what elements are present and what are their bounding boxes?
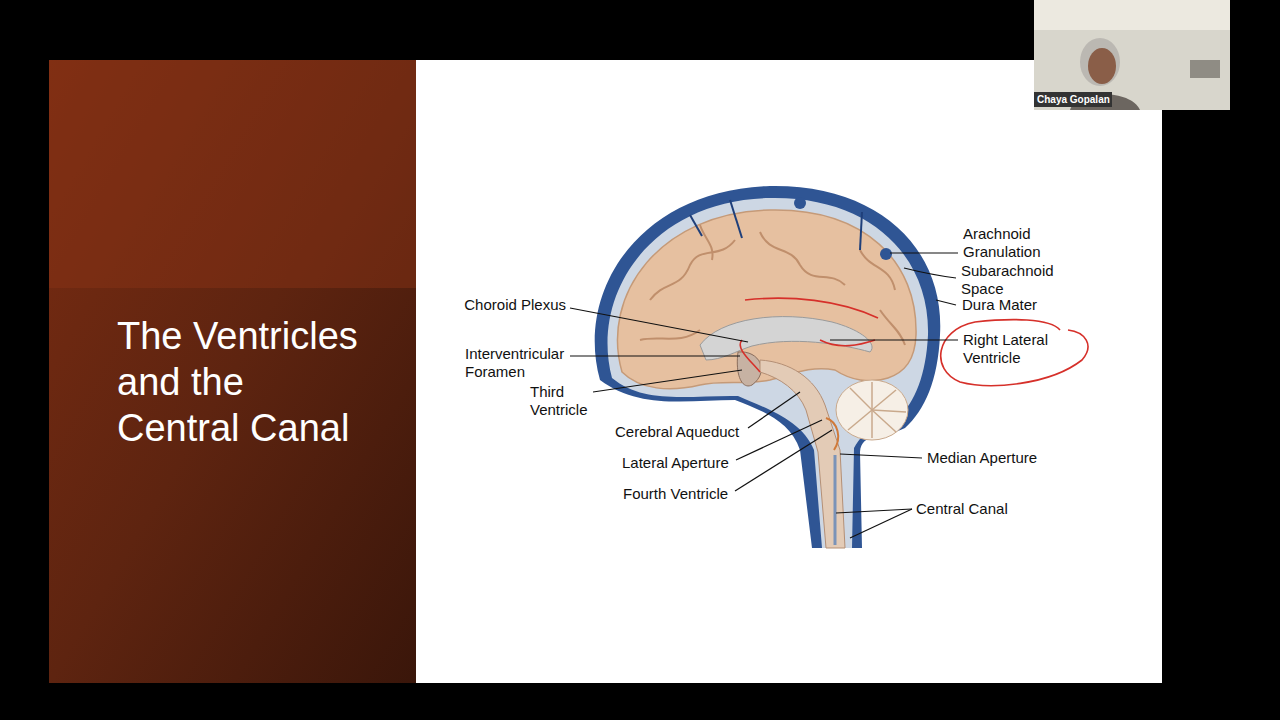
cerebellum-folia (848, 382, 906, 438)
part-label: Lateral Aperture (622, 454, 729, 472)
part-label: Choroid Plexus (464, 296, 566, 314)
part-label: Arachnoid Granulation (963, 225, 1073, 261)
cerebellum (836, 380, 908, 440)
webcam-face (1088, 48, 1116, 84)
part-label: Dura Mater (962, 296, 1037, 314)
dura-mater (595, 186, 941, 548)
webcam-frame (1034, 0, 1230, 110)
part-label: Subarachnoid Space (961, 262, 1071, 298)
webcam-hair (1080, 38, 1120, 86)
central-canal (834, 455, 837, 545)
part-label: Fourth Ventricle (623, 485, 728, 503)
content-panel (416, 60, 1162, 683)
part-label: Interventricular Foramen (465, 345, 573, 381)
granulations (794, 197, 892, 260)
webcam-ceiling (1034, 0, 1230, 30)
subarachnoid-space (608, 198, 929, 548)
part-label: Central Canal (916, 500, 1008, 518)
brainstem (760, 360, 845, 548)
fourth-ventricle (826, 418, 838, 450)
part-label: Third Ventricle (530, 383, 600, 419)
webcam-name-bar (1034, 92, 1112, 107)
presenter-name: Chaya Gopalan (1037, 93, 1110, 106)
title-panel (49, 60, 416, 683)
slide-title: The Ventricles and the Central Canal (117, 313, 369, 451)
part-label: Cerebral Aqueduct (615, 423, 739, 441)
panel-band (49, 60, 416, 288)
veins (690, 200, 862, 250)
part-label: Median Aperture (927, 449, 1037, 467)
leader-line (570, 253, 958, 538)
part-label: Right Lateral Ventricle (963, 331, 1073, 367)
webcam-object (1190, 60, 1220, 78)
